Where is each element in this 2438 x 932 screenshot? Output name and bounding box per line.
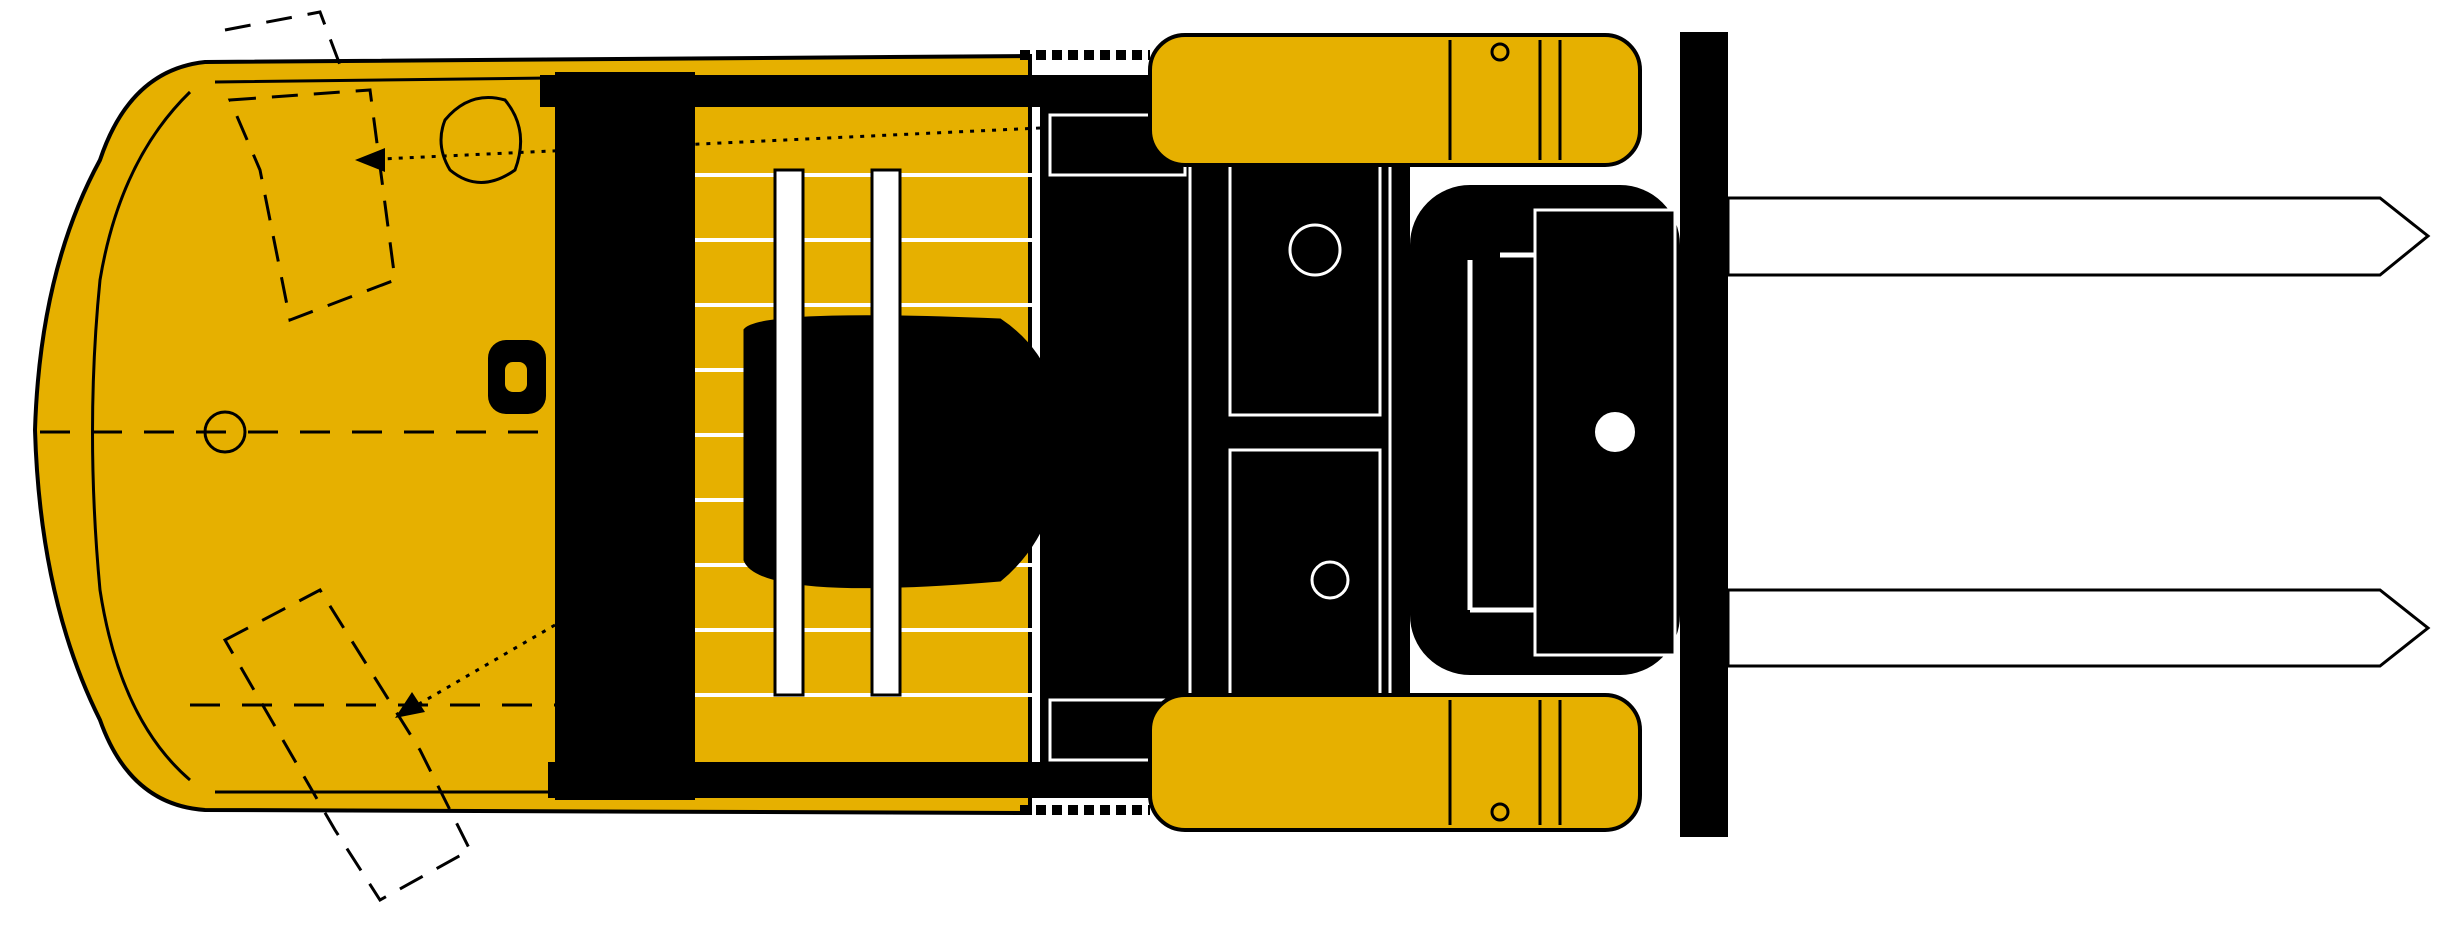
swing-arc-lower <box>222 588 472 902</box>
seat-rail-right <box>870 168 902 697</box>
lower-dotted-arrow <box>399 623 556 717</box>
wheel-nut-bottom <box>1490 802 1510 822</box>
wheel-icon <box>1148 33 1642 167</box>
upper-dotted-arrow <box>359 126 1041 162</box>
overhead-guard-icon <box>555 72 695 800</box>
dashboard-panel <box>1040 105 1410 765</box>
lower-arrowhead <box>395 692 425 718</box>
wheel-treads <box>1020 40 1562 825</box>
rear-light-lens <box>505 362 527 392</box>
carriage-icon <box>1533 208 1677 657</box>
fork-backrest <box>1680 32 1728 837</box>
swing-arc-icon <box>224 10 397 323</box>
fork-icon <box>1726 196 2431 277</box>
wheel-nut-top <box>1490 42 1510 62</box>
carriage-pivot <box>1591 408 1639 456</box>
wheel-front-right <box>1148 693 1642 832</box>
seat-rail-left <box>773 168 805 697</box>
upper-arrowhead <box>355 148 385 172</box>
fork-lower <box>1726 588 2431 668</box>
center-pivot <box>203 410 247 454</box>
fuel-cap-icon <box>439 96 523 184</box>
